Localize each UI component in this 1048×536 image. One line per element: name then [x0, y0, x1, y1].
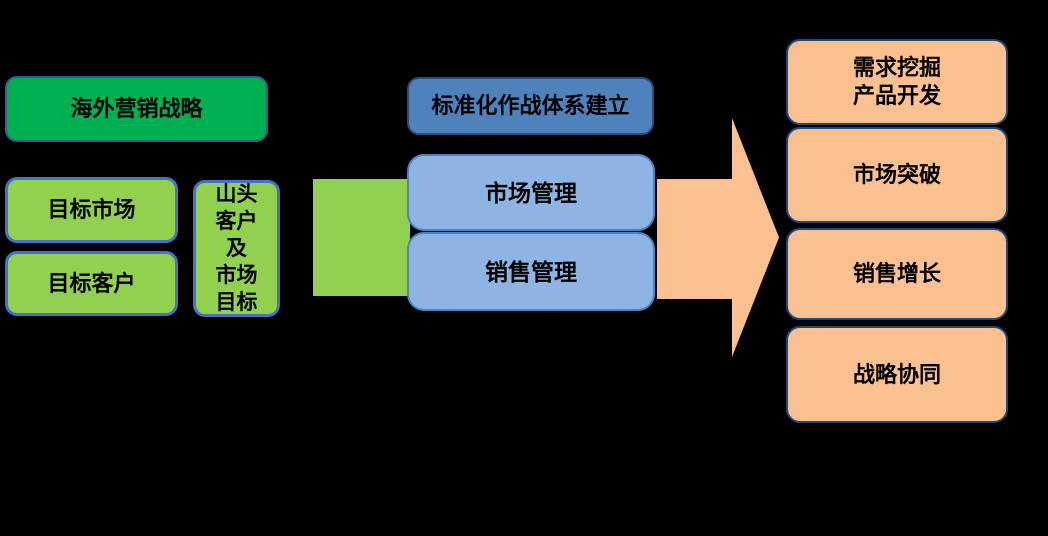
box-hilltop-customers-market-targets: 山头 客户 及 市场 目标: [193, 180, 280, 317]
box-sales-growth: 销售增长: [786, 228, 1008, 320]
box-sales-management: 销售管理: [407, 232, 655, 311]
box-target-customer: 目标客户: [5, 251, 178, 316]
green-connector-rect: [313, 179, 410, 296]
box-overseas-marketing-strategy: 海外营销战略: [5, 76, 268, 142]
box-strategic-synergy: 战略协同: [786, 326, 1008, 423]
box-standardized-combat-system: 标准化作战体系建立: [407, 77, 654, 135]
box-market-breakthrough: 市场突破: [786, 127, 1008, 223]
box-target-market: 目标市场: [5, 177, 178, 243]
box-market-management: 市场管理: [407, 154, 655, 231]
box-demand-mining-product-development: 需求挖掘 产品开发: [786, 39, 1008, 125]
